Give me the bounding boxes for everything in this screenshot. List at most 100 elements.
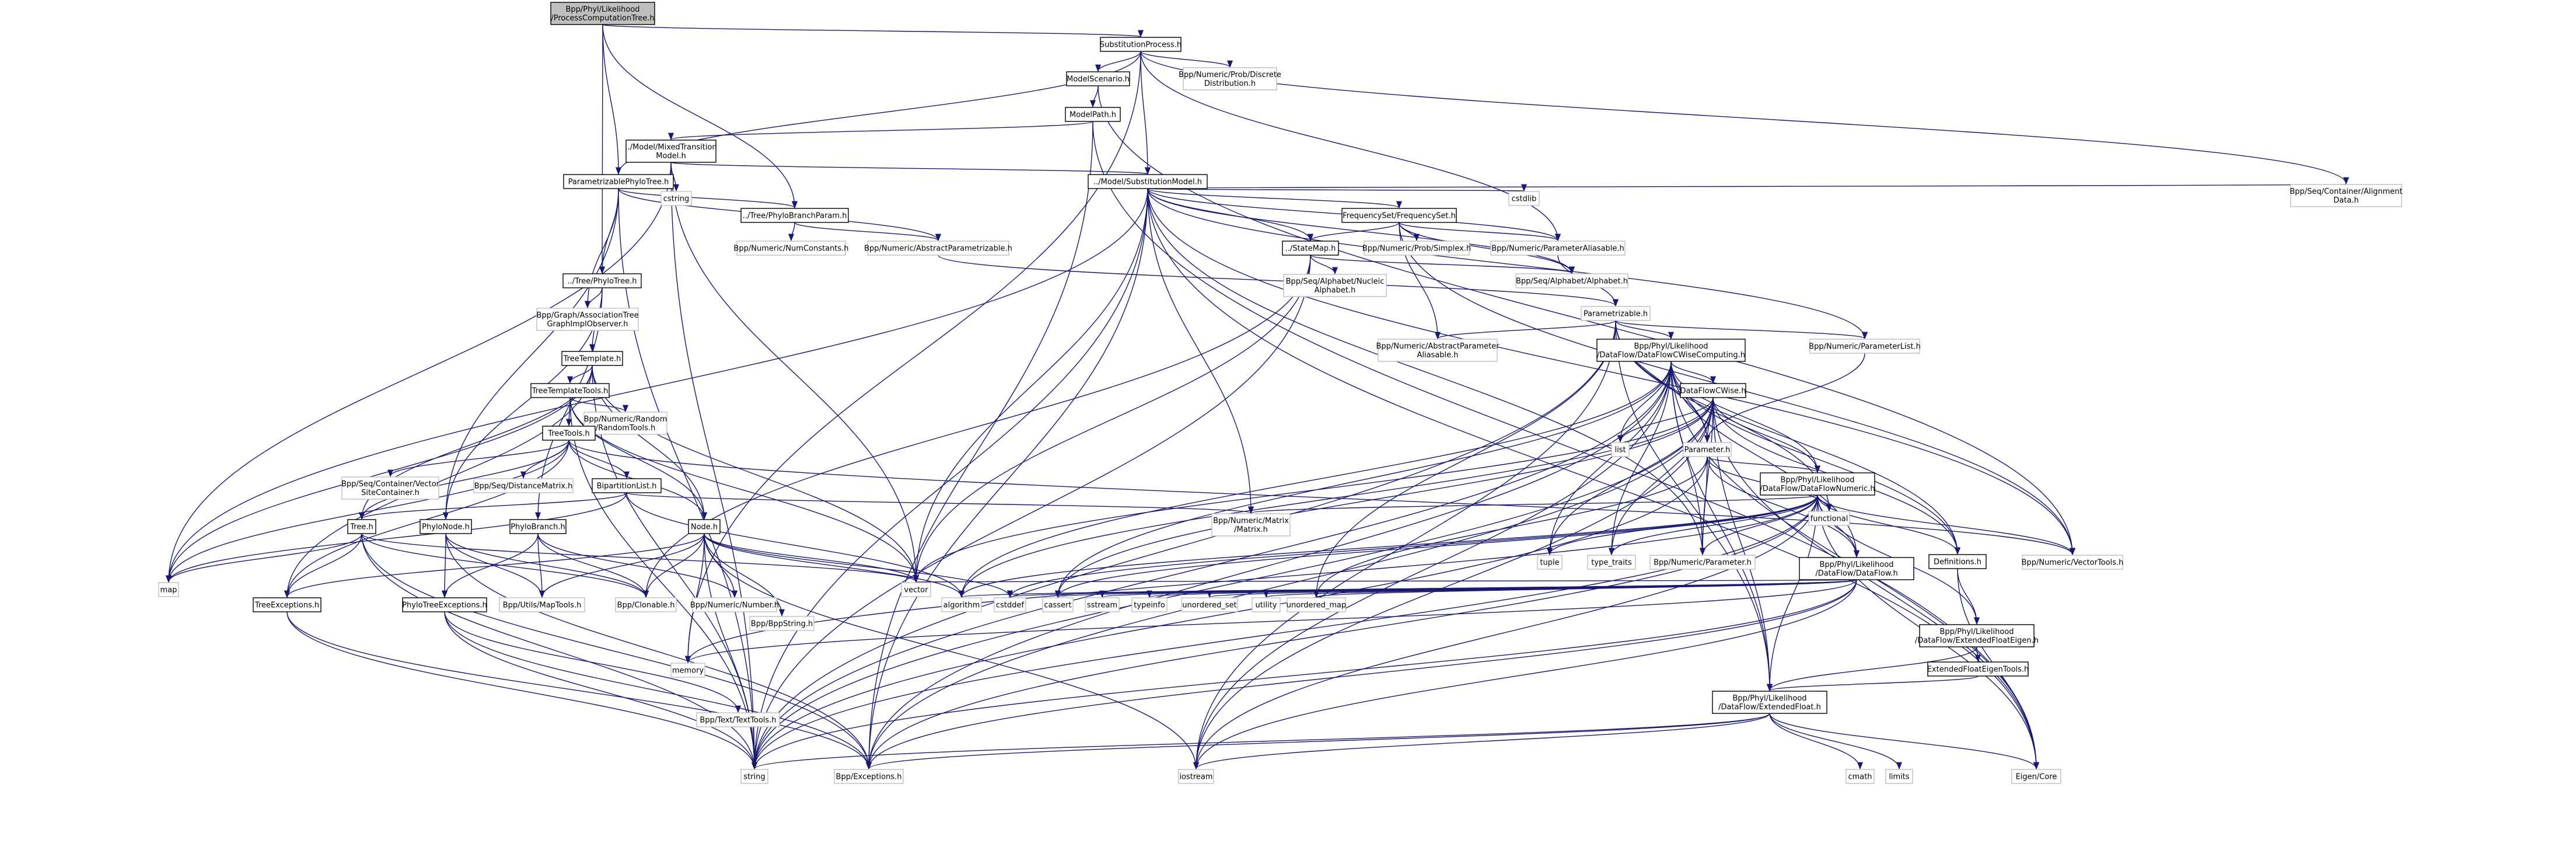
node-absparam: Bpp/Numeric/AbstractParametrizable.h <box>864 241 1012 256</box>
node-statemap[interactable]: ../StateMap.h <box>1282 241 1339 256</box>
node-label: Bpp/Seq/DistanceMatrix.h <box>474 482 573 491</box>
edge-phylotreeexc-to-texttools <box>444 611 741 713</box>
edge-subproc-to-submodel <box>1140 51 1151 175</box>
node-extfloat[interactable]: Bpp/Phyl/Likelihood/DataFlow/ExtendedFlo… <box>1712 691 1827 714</box>
edge-node-to-bppstring <box>704 533 785 617</box>
edge-dfnum-to-typetraits <box>1609 494 1818 556</box>
node-phylobp[interactable]: ../Tree/PhyloBranchParam.h <box>740 208 849 223</box>
node-box <box>1680 383 1746 398</box>
node-string: string <box>740 769 768 784</box>
node-tree[interactable]: Tree.h <box>347 519 376 534</box>
node-biplist[interactable]: BipartitionList.h <box>592 478 662 493</box>
node-node[interactable]: Node.h <box>688 519 721 534</box>
node-extfloateigen[interactable]: Bpp/Phyl/Likelihood/DataFlow/ExtendedFlo… <box>1915 624 2039 647</box>
node-modelscen[interactable]: ModelScenario.h <box>1066 71 1130 86</box>
node-label: ModelPath.h <box>1069 111 1116 120</box>
node-box <box>1928 554 1987 569</box>
edge-statemap-to-string <box>751 255 1311 770</box>
edge-dfcwise-to-cassert <box>1055 397 1714 598</box>
edge-dataflow-to-exceptions <box>866 579 1857 770</box>
edge-statemap-to-nucalpha <box>1310 255 1338 275</box>
edge-submodel-to-exceptions <box>865 188 1148 770</box>
edge-subproc-to-seqalign <box>1140 51 2349 185</box>
node-box <box>253 597 321 612</box>
node-box <box>1283 274 1387 297</box>
node-memory: memory <box>670 663 705 678</box>
node-algorithm: algorithm <box>941 597 982 612</box>
node-box <box>615 597 677 612</box>
node-label: ExtendedFloatEigenTools.h <box>1927 666 2029 674</box>
edge-mixedtm-to-submodel <box>670 162 1150 175</box>
node-pct[interactable]: Bpp/Phyl/Likelihood/ProcessComputationTr… <box>550 2 655 25</box>
node-phylobranch[interactable]: PhyloBranch.h <box>509 519 567 534</box>
node-box <box>420 519 472 534</box>
edge-dfcwise-to-iostream <box>1193 397 1714 770</box>
edge-phylonode-to-phylotreeexc <box>441 533 448 598</box>
edge-treetools-to-map <box>166 440 569 583</box>
node-label: unordered_set <box>1182 601 1236 610</box>
node-parphylo[interactable]: ParametrizablePhyloTree.h <box>563 174 674 189</box>
node-submodel[interactable]: ../Model/SubstitutionModel.h <box>1088 174 1208 189</box>
node-treetemplate[interactable]: TreeTemplate.h <box>561 351 623 366</box>
node-label: TreeTemplateTools.h <box>532 387 609 396</box>
node-label: Bpp/Numeric/Parameter.h <box>1654 559 1752 567</box>
node-randomtools: Bpp/Numeric/Random/RandomTools.h <box>583 412 667 435</box>
node-label: list <box>1614 446 1626 455</box>
node-box <box>2022 555 2123 570</box>
node-dataflow[interactable]: Bpp/Phyl/Likelihood/DataFlow/DataFlow.h <box>1799 557 1914 580</box>
node-box <box>749 616 815 631</box>
node-typeinfo: typeinfo <box>1131 597 1168 612</box>
node-box <box>1537 555 1563 570</box>
node-phylotree[interactable]: ../Tree/PhyloTree.h <box>562 273 642 288</box>
node-freqset[interactable]: FrequencySet/FrequencySet.h <box>1341 208 1457 223</box>
node-cassert: cassert <box>1042 597 1074 612</box>
node-definitions[interactable]: Definitions.h <box>1928 554 1987 569</box>
edge-extfloat-to-iostream <box>1193 713 1770 770</box>
node-treeexc[interactable]: TreeExceptions.h <box>253 597 321 612</box>
node-modelpath[interactable]: ModelPath.h <box>1065 107 1121 122</box>
node-phylotreeexc[interactable]: PhyloTreeExceptions.h <box>402 597 487 612</box>
node-box <box>625 140 716 163</box>
edge-submodel-to-map <box>166 188 1148 583</box>
node-treetemplatetools[interactable]: TreeTemplateTools.h <box>530 383 610 398</box>
node-label: sstream <box>1087 601 1117 610</box>
edge-phylobp-to-numconst <box>788 222 795 242</box>
node-label: Bpp/Numeric/Matrix/Matrix.h <box>1213 517 1289 534</box>
node-sstream: sstream <box>1085 597 1120 612</box>
edge-submodel-to-freqset <box>1147 188 1402 209</box>
edge-treetools-to-biplist <box>568 440 630 479</box>
edge-modelpath-to-exceptions <box>865 121 1093 770</box>
node-label: Definitions.h <box>1934 558 1981 567</box>
node-dfcwise[interactable]: DataFlowCWise.h <box>1680 383 1746 398</box>
edge-freqset-to-statemap <box>1308 222 1400 242</box>
node-subproc[interactable]: SubstitutionProcess.h <box>1100 37 1182 52</box>
node-phylonode[interactable]: PhyloNode.h <box>420 519 472 534</box>
node-label: memory <box>672 667 704 675</box>
edge-tree-to-map <box>166 533 362 583</box>
node-dfcwc[interactable]: Bpp/Phyl/Likelihood/DataFlow/DataFlowCWi… <box>1596 339 1746 362</box>
node-box <box>994 597 1026 612</box>
edge-statemap-to-clonable <box>643 255 1311 598</box>
edge-modelscen-to-modelpath <box>1089 85 1099 108</box>
edge-dfnum-to-cstddef <box>1007 494 1818 598</box>
node-eigencore: Eigen/Core <box>2011 769 2061 784</box>
node-paramlist: Bpp/Numeric/ParameterList.h <box>1809 339 1921 354</box>
node-treetools[interactable]: TreeTools.h <box>542 426 596 441</box>
edge-phylobranch-to-maptools <box>537 533 546 598</box>
edge-subproc-to-modelscen <box>1095 51 1141 72</box>
edge-dfcwc-to-dfcwise <box>1670 361 1716 384</box>
node-iostream: iostream <box>1178 769 1214 784</box>
node-dfnum[interactable]: Bpp/Phyl/Likelihood/DataFlow/DataFlowNum… <box>1760 472 1875 496</box>
node-label: type_traits <box>1591 559 1632 567</box>
node-label: ../StateMap.h <box>1285 245 1336 253</box>
node-box <box>1919 624 2035 647</box>
node-label: algorithm <box>943 601 980 610</box>
node-extfloateigentools[interactable]: ExtendedFloatEigenTools.h <box>1927 661 2029 677</box>
node-box <box>1066 71 1130 86</box>
edge-treetools-to-vectortools <box>568 440 2075 556</box>
